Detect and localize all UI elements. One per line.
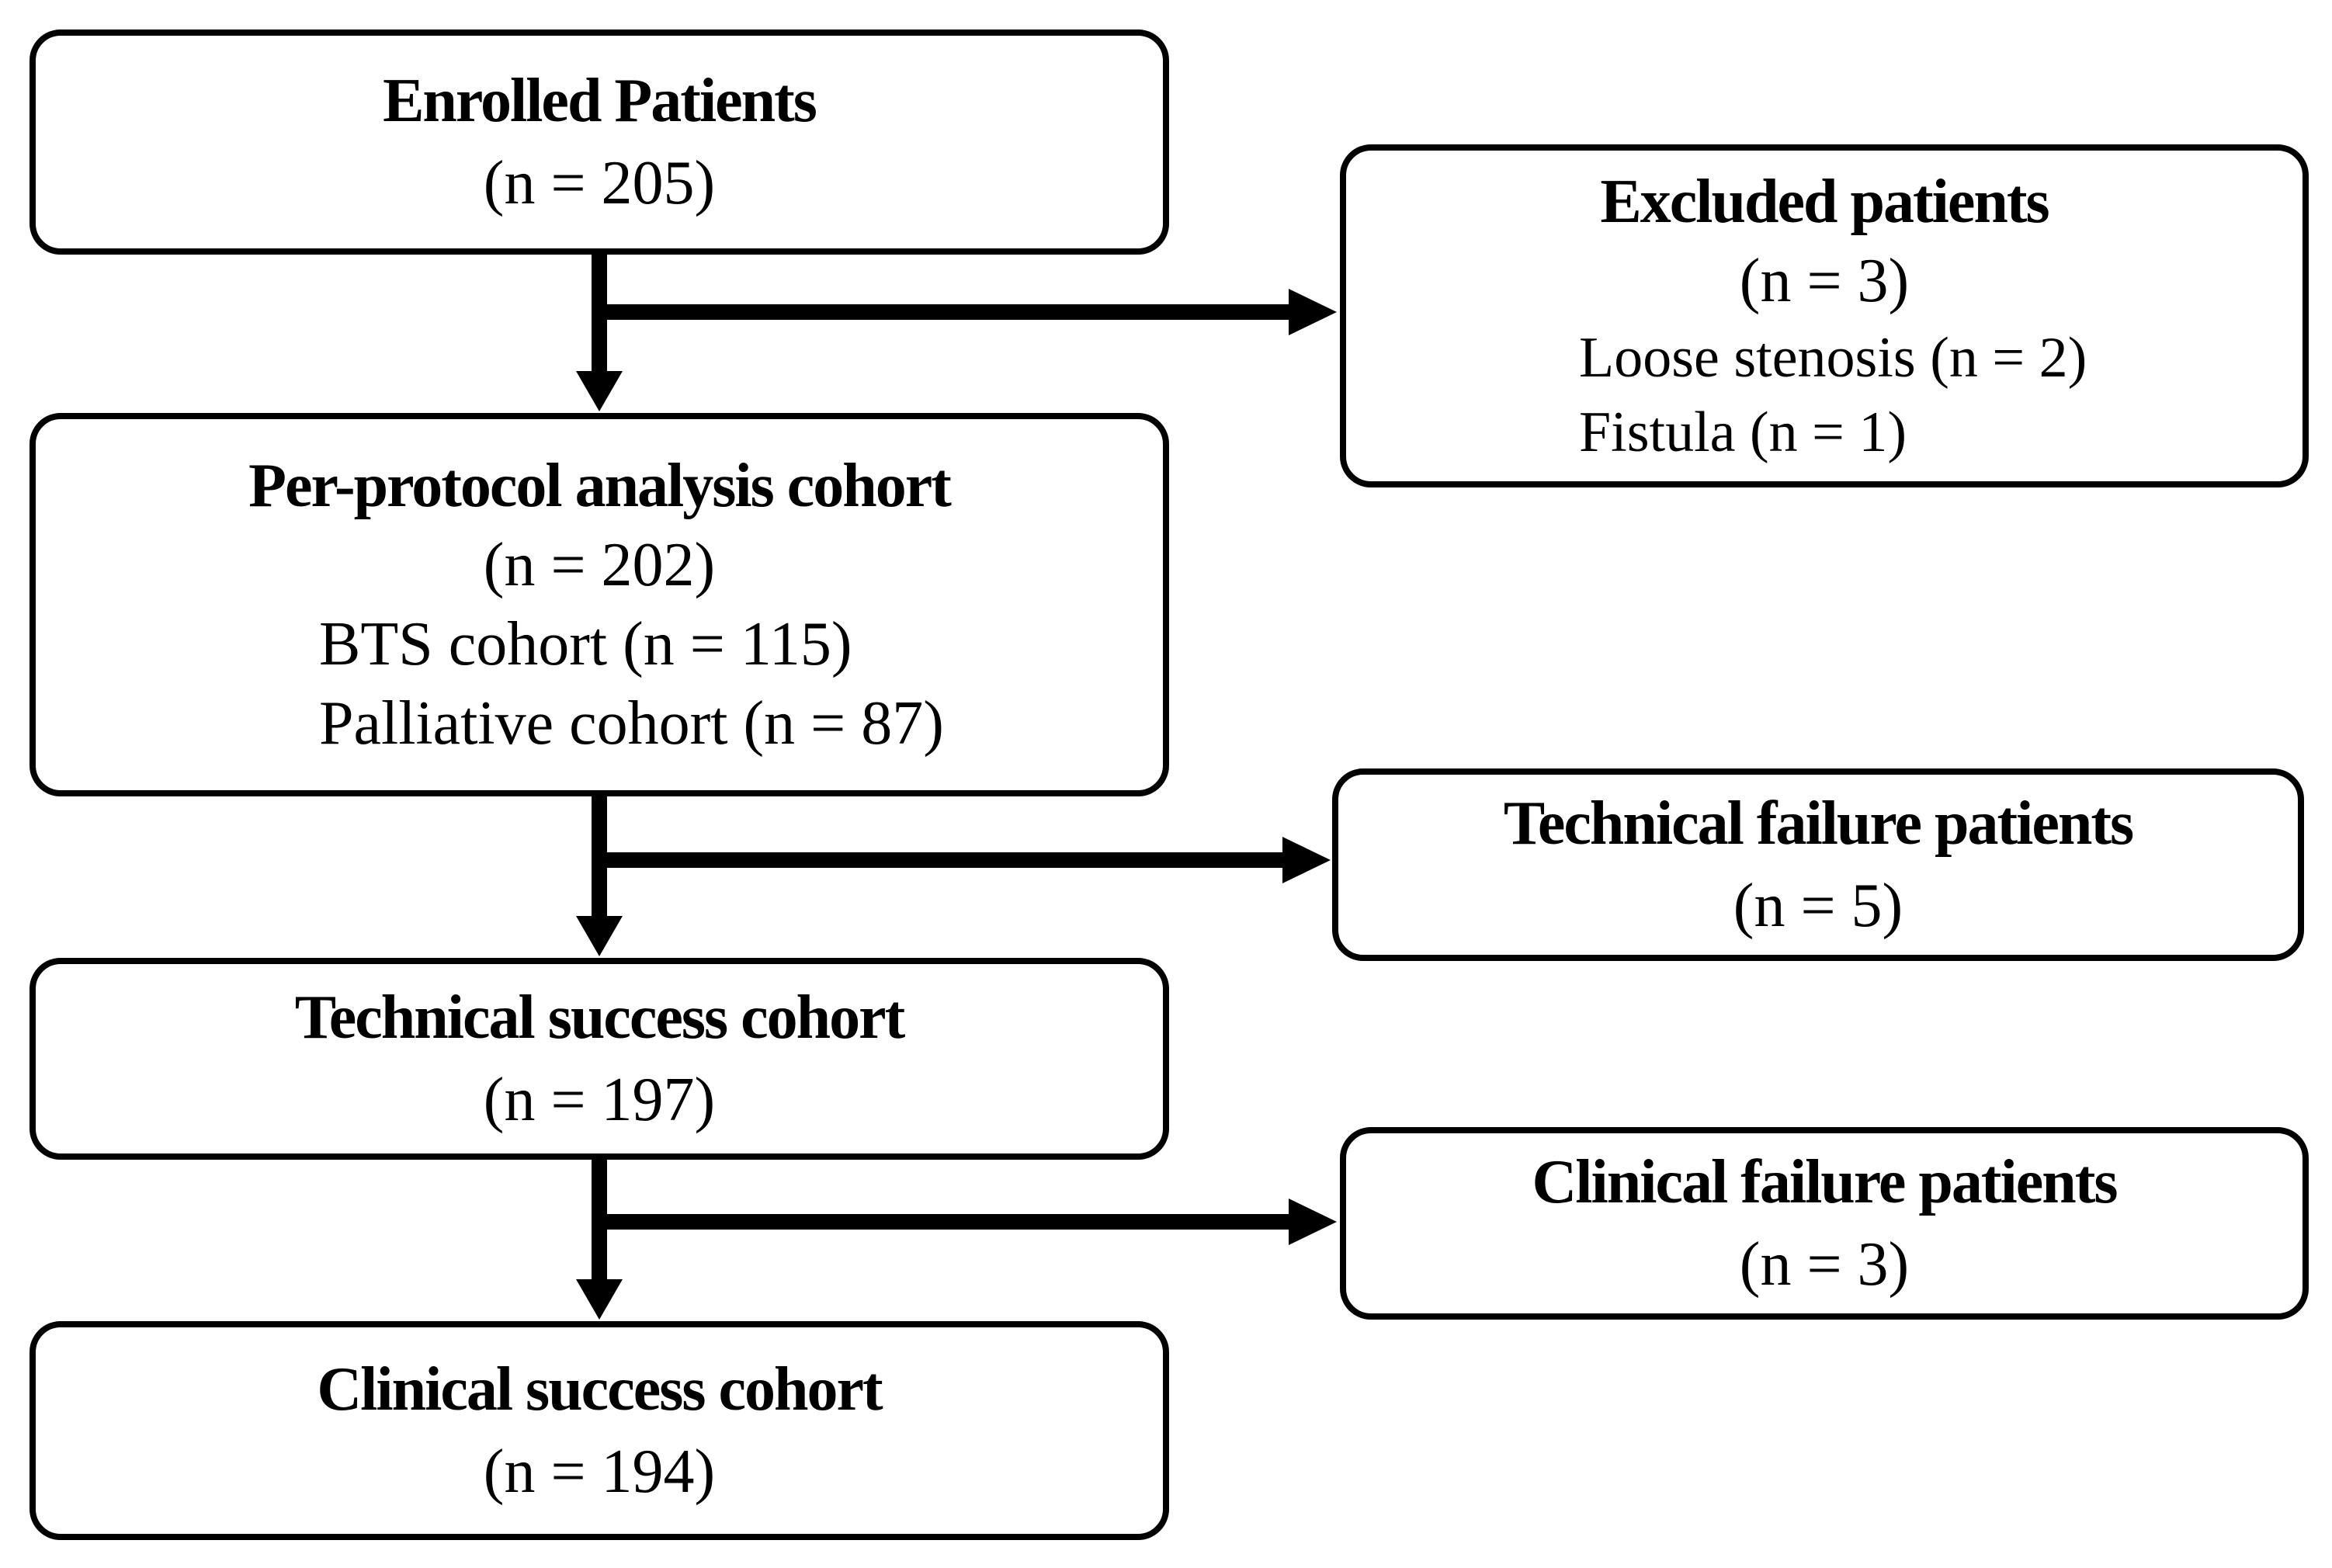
arrowhead-technical-failure	[1282, 837, 1331, 883]
excluded-reason-item: Fistula (n = 1)	[1579, 401, 1907, 464]
subgroup-item: BTS cohort (n = 115)	[319, 610, 852, 678]
excluded-patients-box: Excluded patients (n = 3) Loose stenosis…	[1340, 144, 2309, 487]
excluded-reasons-list: Loose stenosis (n = 2) Fistula (n = 1)	[1579, 329, 2087, 461]
clinical-failure-box: Clinical failure patients (n = 3)	[1340, 1127, 2309, 1320]
technical-failure-count: (n = 5)	[1733, 872, 1903, 940]
technical-success-box: Technical success cohort (n = 197)	[29, 958, 1169, 1160]
clinical-failure-title: Clinical failure patients	[1532, 1148, 2119, 1216]
per-protocol-cohort-count: (n = 202)	[483, 531, 716, 599]
excluded-reason-item: Loose stenosis (n = 2)	[1579, 326, 2087, 390]
arrowhead-technical-success	[576, 916, 623, 956]
clinical-success-title: Clinical success cohort	[317, 1355, 883, 1424]
per-protocol-cohort-box: Per-protocol analysis cohort (n = 202) B…	[29, 413, 1169, 796]
excluded-patients-count: (n = 3)	[1739, 247, 1910, 315]
arrowhead-clinical-success	[576, 1279, 623, 1320]
excluded-patients-title: Excluded patients	[1600, 168, 2049, 236]
subgroup-item: Palliative cohort (n = 87)	[319, 689, 944, 758]
enrolled-patients-box: Enrolled Patients (n = 205)	[29, 29, 1169, 255]
enrolled-patients-title: Enrolled Patients	[383, 67, 817, 135]
technical-success-title: Technical success cohort	[294, 983, 906, 1052]
technical-failure-box: Technical failure patients (n = 5)	[1332, 768, 2304, 961]
per-protocol-cohort-title: Per-protocol analysis cohort	[248, 452, 952, 520]
clinical-success-count: (n = 194)	[483, 1438, 716, 1506]
arrowhead-clinical-failure	[1289, 1199, 1337, 1245]
technical-success-count: (n = 197)	[483, 1066, 716, 1134]
arrowhead-excluded	[1289, 289, 1337, 335]
clinical-success-box: Clinical success cohort (n = 194)	[29, 1321, 1169, 1540]
arrowhead-per-protocol	[576, 371, 623, 411]
per-protocol-subgroups: BTS cohort (n = 115) Palliative cohort (…	[319, 613, 944, 755]
enrolled-patients-count: (n = 205)	[483, 149, 716, 217]
clinical-failure-count: (n = 3)	[1739, 1230, 1910, 1299]
technical-failure-title: Technical failure patients	[1503, 789, 2134, 858]
